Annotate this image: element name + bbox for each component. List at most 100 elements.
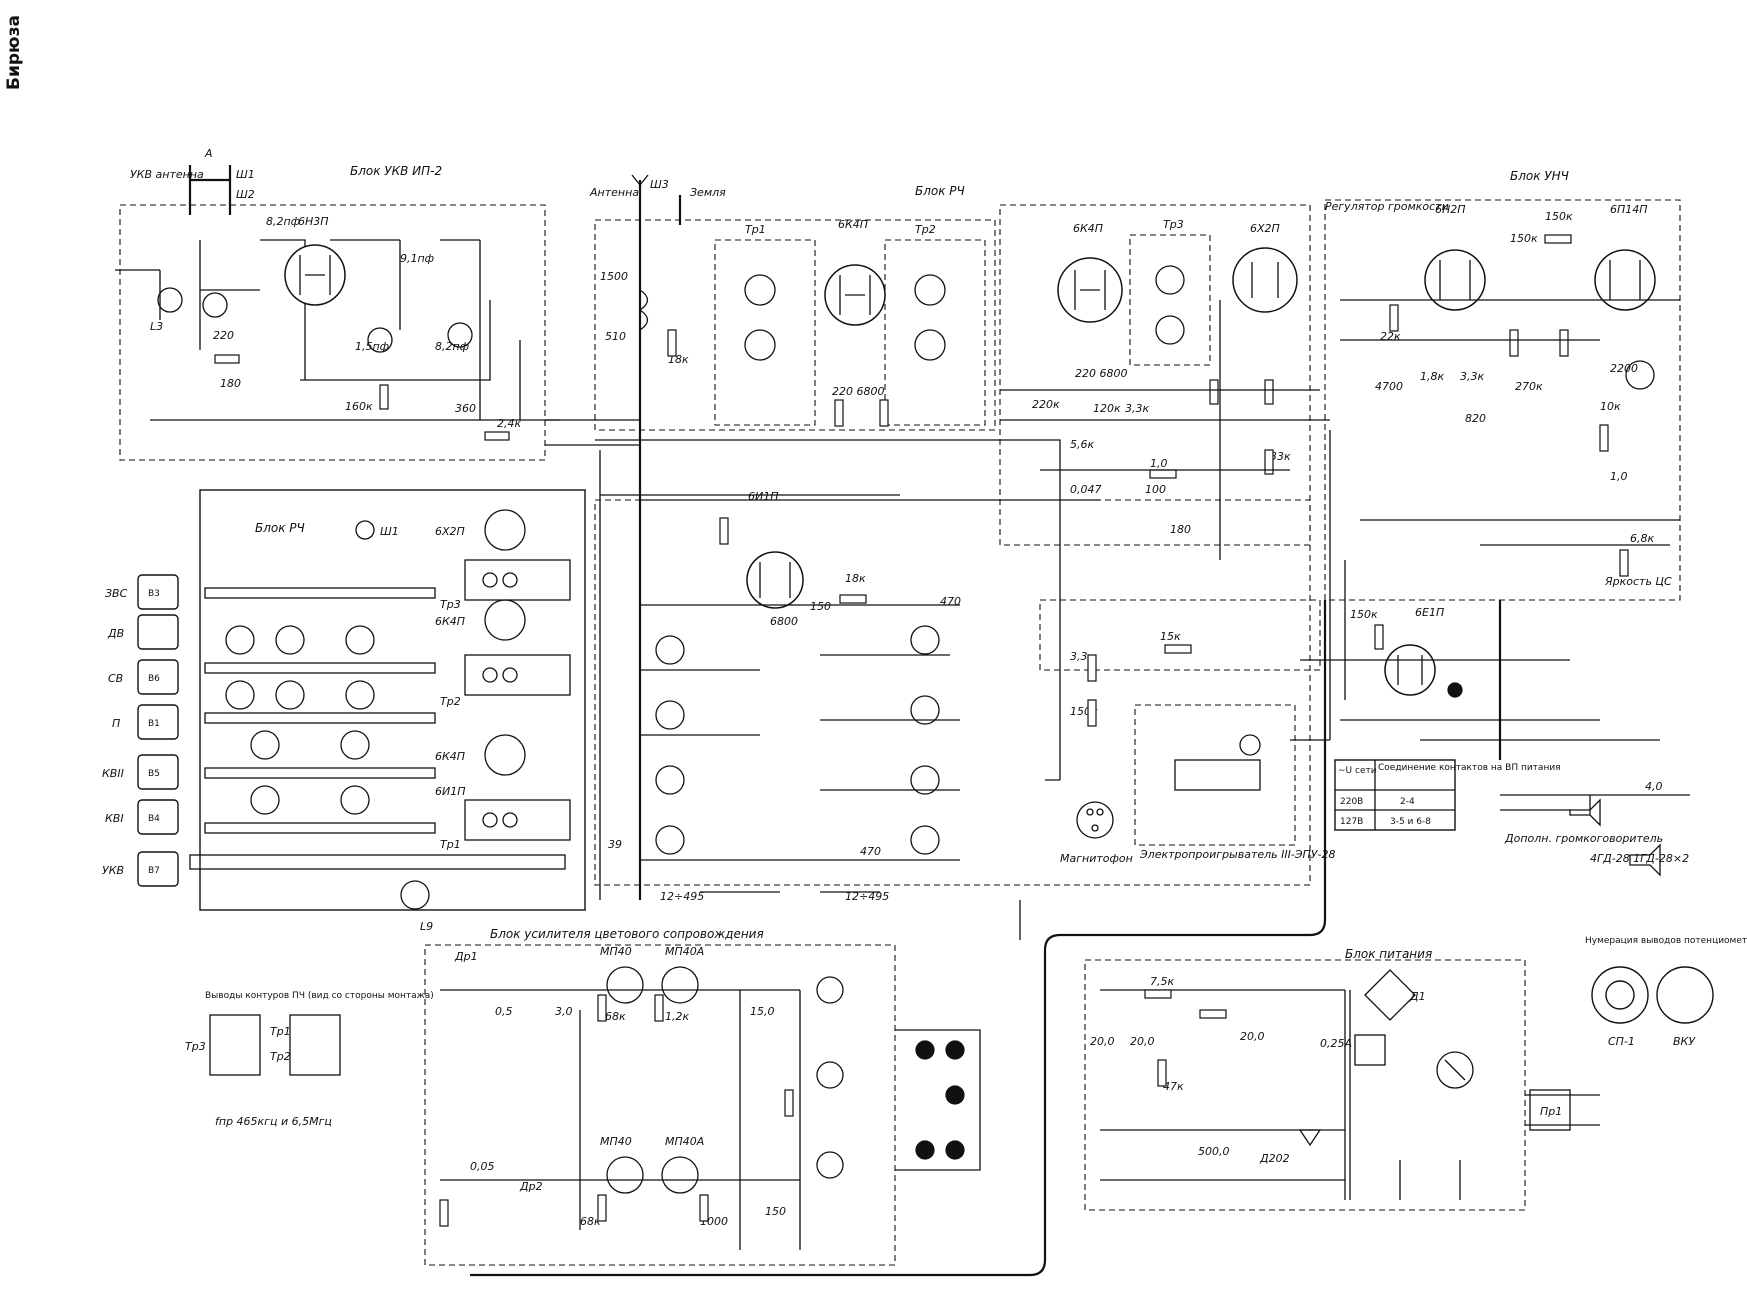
- svg-text:3,0: 3,0: [555, 1005, 573, 1018]
- oscillator-section: 6И1П 150 18к 6800 470 470 39 12÷495 12÷4…: [594, 490, 1311, 903]
- indicator-section: 6Е1П 150к: [1300, 606, 1660, 741]
- svg-text:120к: 120к: [1093, 402, 1121, 415]
- svg-text:18к: 18к: [845, 572, 866, 585]
- epu-section: Электропроигрыватель III-ЭПУ-28: [1134, 704, 1335, 861]
- svg-text:Д202: Д202: [1259, 1152, 1290, 1165]
- svg-text:180: 180: [1170, 523, 1191, 536]
- power-title: Блок питания: [1345, 947, 1432, 961]
- bus-lines: [470, 419, 1502, 1277]
- tone-label: Яркость ЦС: [1604, 575, 1672, 588]
- speakers: Дополн. громкоговоритель 4ГД-28 1ГД-28×2…: [1500, 780, 1690, 877]
- extra-speaker-label: Дополн. громкоговоритель: [1504, 832, 1663, 845]
- svg-text:150к: 150к: [1510, 232, 1538, 245]
- svg-text:500,0: 500,0: [1198, 1145, 1230, 1158]
- tape-label: Магнитофон: [1060, 852, 1133, 865]
- svg-text:7,5к: 7,5к: [1150, 975, 1174, 988]
- pot-vku: ВКУ: [1673, 1035, 1696, 1048]
- tr1-top: Тр1: [745, 223, 766, 236]
- mains-switch: Пр1: [1399, 1089, 1600, 1200]
- band-ukv: УКВ: [102, 864, 124, 877]
- switch-b4: B4: [148, 814, 160, 824]
- svg-text:20,0: 20,0: [1130, 1035, 1155, 1048]
- unch-block: Блок УНЧ Регулятор громкости 6Н2П 6П14П …: [1324, 169, 1681, 601]
- unch-block-title: Блок УНЧ: [1510, 169, 1569, 183]
- svg-text:0,05: 0,05: [470, 1160, 495, 1173]
- earth-label: Земля: [690, 186, 726, 199]
- volume-label: Регулятор громкости: [1325, 200, 1449, 213]
- svg-text:6800: 6800: [770, 615, 798, 628]
- svg-text:A: A: [204, 147, 213, 160]
- svg-text:20,0: 20,0: [1090, 1035, 1115, 1048]
- svg-text:2,4к: 2,4к: [497, 417, 521, 430]
- tube-6i1p: 6И1П: [748, 490, 779, 503]
- if-tr3: Тр3: [185, 1040, 206, 1053]
- tube-6k4p-1: 6К4П: [838, 218, 868, 231]
- color-amp-title: Блок усилителя цветового сопровождения: [490, 927, 764, 941]
- transistor-3: МП40: [600, 1135, 632, 1148]
- power-block: Блок питания Д1 Д202 500,0 20,0 20,0 20,…: [1084, 947, 1526, 1211]
- svg-text:270к: 270к: [1515, 380, 1543, 393]
- svg-text:L9: L9: [420, 920, 433, 933]
- svg-text:8,2пф: 8,2пф: [266, 215, 300, 228]
- tube-6p14p: 6П14П: [1610, 203, 1648, 216]
- color-amp-block: Блок усилителя цветового сопровождения М…: [424, 927, 981, 1266]
- svg-text:Др2: Др2: [519, 1180, 543, 1193]
- mains-r2c2: 3-5 и 6-8: [1390, 817, 1431, 827]
- svg-text:33к: 33к: [1270, 450, 1291, 463]
- svg-text:220к: 220к: [1032, 398, 1060, 411]
- band-sv: СВ: [108, 672, 123, 685]
- band-p: П: [112, 717, 120, 730]
- svg-text:220 6800: 220 6800: [1075, 367, 1128, 380]
- svg-text:8,2пф: 8,2пф: [435, 340, 469, 353]
- svg-text:15,0: 15,0: [750, 1005, 775, 1018]
- svg-text:20,0: 20,0: [1240, 1030, 1265, 1043]
- svg-text:Ш1: Ш1: [236, 168, 255, 181]
- svg-text:820: 820: [1465, 412, 1486, 425]
- pot-numbering: Нумерация выводов потенциометров СП-1 ВК…: [1585, 936, 1747, 1048]
- svg-text:Ш3: Ш3: [650, 178, 669, 191]
- svg-text:1,2к: 1,2к: [665, 1010, 689, 1023]
- band-kv2: КВII: [102, 767, 124, 780]
- if-title: Выводы контуров ПЧ (вид со стороны монта…: [205, 991, 434, 1001]
- if-pins: Выводы контуров ПЧ (вид со стороны монта…: [185, 991, 434, 1128]
- pot-sp1: СП-1: [1608, 1035, 1635, 1048]
- svg-text:6,8к: 6,8к: [1630, 532, 1654, 545]
- tube-6x2p: 6Х2П: [1250, 222, 1280, 235]
- mains-r2c1: 127В: [1340, 817, 1363, 827]
- svg-text:0,5: 0,5: [495, 1005, 513, 1018]
- svg-text:160к: 160к: [345, 400, 373, 413]
- svg-text:1,0: 1,0: [1150, 457, 1168, 470]
- band-buttons: ЗВС ДВ СВ П КВII КВI УКВ B3 B6 B1 B5 B4 …: [102, 574, 179, 887]
- tube-6n3p: 6Н3П: [298, 215, 329, 228]
- svg-text:150к: 150к: [1545, 210, 1573, 223]
- rch-block-title: Блок РЧ: [915, 184, 965, 198]
- svg-text:2200: 2200: [1610, 362, 1638, 375]
- svg-text:5,6к: 5,6к: [1070, 438, 1094, 451]
- svg-text:Ш1: Ш1: [380, 525, 399, 538]
- switch-b5: B5: [148, 769, 160, 779]
- svg-text:1,0: 1,0: [1610, 470, 1628, 483]
- svg-text:68к: 68к: [580, 1215, 601, 1228]
- svg-text:470: 470: [940, 595, 961, 608]
- tape-section: Магнитофон 15к 3,3 150к: [1039, 599, 1321, 865]
- if-tr1: Тр1: [270, 1025, 291, 1038]
- layout-tr2: Тр2: [440, 695, 461, 708]
- transistor-4: МП40А: [665, 1135, 704, 1148]
- svg-text:4,0: 4,0: [1645, 780, 1663, 793]
- band-zvs: ЗВС: [105, 587, 128, 600]
- if-tr2: Тр2: [270, 1050, 291, 1063]
- band-dv: ДВ: [107, 627, 124, 640]
- svg-text:1,8к: 1,8к: [1420, 370, 1444, 383]
- mains-h1: ~U сети: [1338, 766, 1377, 776]
- layout-6k4p-2: 6К4П: [435, 750, 465, 763]
- mains-h2: Соединение контактов на ВП питания: [1378, 763, 1561, 773]
- transistor-1: МП40: [600, 945, 632, 958]
- svg-text:L3: L3: [150, 320, 163, 333]
- svg-text:470: 470: [860, 845, 881, 858]
- svg-text:Др1: Др1: [454, 950, 478, 963]
- ukv-block-title: Блок УКВ ИП-2: [350, 164, 442, 178]
- layout-6k4p: 6К4П: [435, 615, 465, 628]
- svg-text:22к: 22к: [1380, 330, 1401, 343]
- epu-label: Электропроигрыватель III-ЭПУ-28: [1139, 848, 1335, 861]
